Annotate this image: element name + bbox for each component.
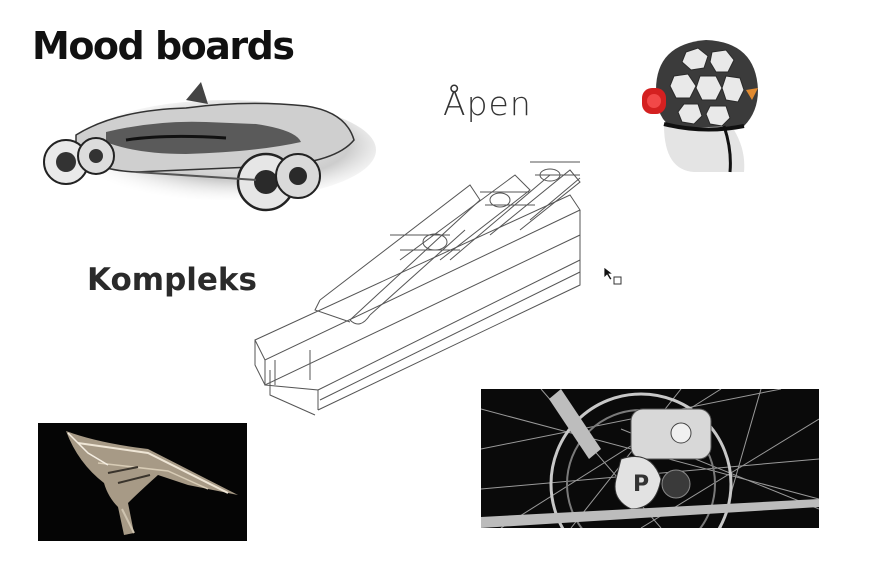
sculpture-image[interactable] [38,423,247,541]
disc-brake-image[interactable]: P [481,389,819,528]
page-title: Mood boards [32,24,295,68]
concept-car-image[interactable] [36,80,376,212]
helmet-image[interactable] [634,30,774,176]
label-open: Åpen [443,84,532,123]
label-complex: Kompleks [87,262,257,298]
mouse-cursor-icon [603,266,623,286]
rail-line-drawing[interactable] [250,150,590,425]
svg-text:P: P [633,472,649,497]
